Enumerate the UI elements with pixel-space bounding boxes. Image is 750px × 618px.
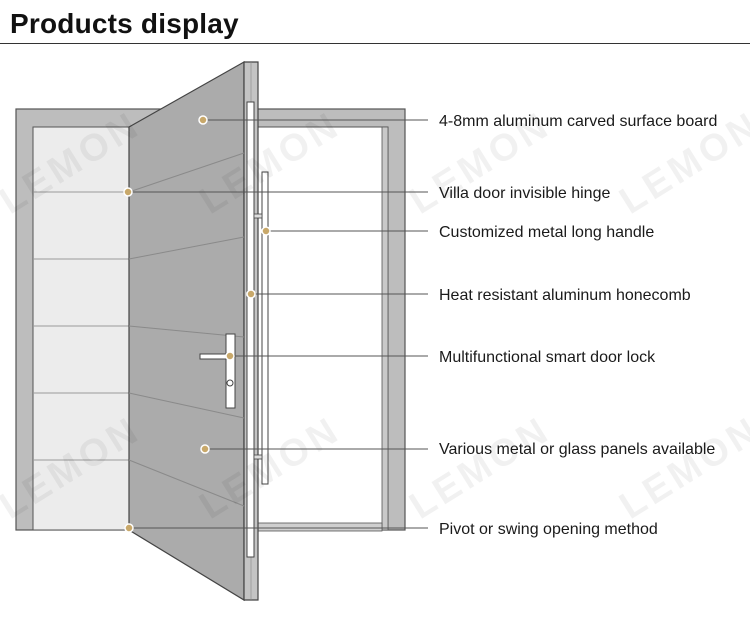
callout-marker [225,351,235,361]
watermark: LEMON [613,409,750,528]
callout-label: Pivot or swing opening method [439,521,658,538]
callout-honeycomb: Heat resistant aluminum honecomb [246,287,691,304]
callout-label: Customized metal long handle [439,224,654,241]
callout-marker [124,523,134,533]
callout-marker [261,226,271,236]
watermark: LEMON [403,409,559,528]
page-title: Products display [10,8,239,39]
door-leaf [128,60,259,602]
callout-label: Multifunctional smart door lock [439,349,656,366]
callout-surface-board: 4-8mm aluminum carved surface board [198,113,717,130]
callout-opening-method: Pivot or swing opening method [124,521,658,538]
callout-marker [123,187,133,197]
title-divider [0,43,750,44]
callout-long-handle: Customized metal long handle [261,224,654,241]
callout-label: Heat resistant aluminum honecomb [439,287,691,304]
callout-smart-lock: Multifunctional smart door lock [225,349,656,366]
long-handle [246,101,269,558]
callout-label: Villa door invisible hinge [439,185,610,202]
callout-marker [200,444,210,454]
callout-marker [198,115,208,125]
callout-hinge: Villa door invisible hinge [123,185,610,202]
callout-marker [246,289,256,299]
callout-label: Various metal or glass panels available [439,441,715,458]
interior-wall-panel [32,126,130,531]
callout-label: 4-8mm aluminum carved surface board [439,113,717,130]
callout-panels: Various metal or glass panels available [200,441,715,458]
